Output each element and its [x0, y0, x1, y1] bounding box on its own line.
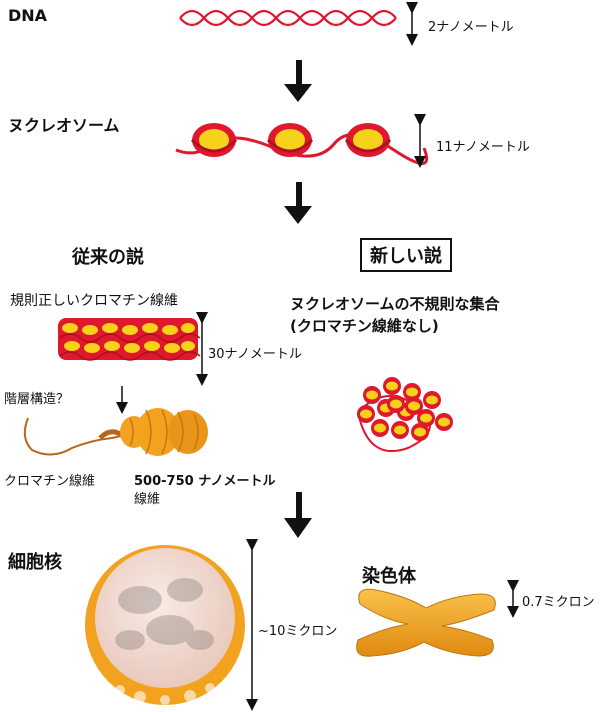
large-fiber-label-line1: 500-750 ナノメートル — [134, 474, 276, 489]
chromosome — [356, 588, 496, 657]
hierarchy-label: 階層構造？ — [4, 392, 70, 407]
nucleosome-size-label: 11ナノメートル — [436, 140, 530, 155]
hierarchical-fiber — [23, 408, 208, 456]
chromatin-fiber-label: クロマチン線維 — [4, 474, 96, 489]
down-arrow-1 — [284, 60, 312, 102]
chromosome-size-label: 0.7ミクロン — [522, 595, 595, 610]
nucleosome-string — [175, 123, 429, 165]
down-arrow-2 — [284, 182, 312, 224]
down-arrow-3 — [284, 492, 312, 538]
dna-helix — [179, 9, 397, 27]
large-fiber-label-line2: 線維 — [134, 492, 161, 507]
new-theory-title: 新しい説 — [360, 238, 452, 272]
irregular-label-line2: (クロマチン線維なし) — [290, 317, 439, 335]
nucleus-size-label: ~10ミクロン — [258, 624, 338, 639]
chromosome-label: 染色体 — [362, 566, 416, 587]
dna-label: DNA — [8, 6, 48, 25]
irregular-label-line1: ヌクレオソームの不規則な集合 — [290, 295, 500, 313]
cell-nucleus — [85, 545, 245, 705]
fiber-size-label: 30ナノメートル — [208, 347, 302, 362]
regular-fiber-label: 規則正しいクロマチン線維 — [10, 293, 178, 309]
irregular-nucleosome-cluster — [357, 377, 453, 453]
regular-chromatin-fiber — [58, 318, 201, 361]
nucleosome-label: ヌクレオソーム — [8, 116, 120, 135]
nucleus-label: 細胞核 — [8, 552, 62, 573]
dna-size-label: 2ナノメートル — [428, 20, 514, 35]
conventional-theory-title: 従来の説 — [72, 247, 144, 268]
